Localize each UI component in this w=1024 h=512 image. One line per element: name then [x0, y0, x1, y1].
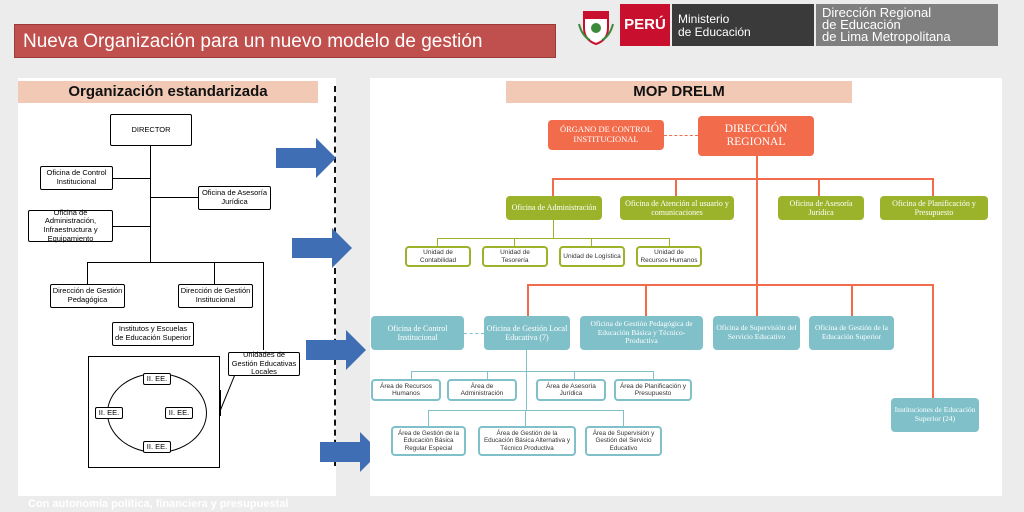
ministry-label: Ministerio de Educación [672, 4, 814, 46]
ee-node: II. EE. [143, 441, 171, 453]
citizen-office-box: Oficina de Atención al usuario y comunic… [620, 196, 734, 220]
legal-area-box: Área de Asesoría Jurídica [536, 379, 606, 401]
arrow-right-icon [320, 432, 380, 472]
planning-office-box: Oficina de Planificación y Presupuesto [880, 196, 988, 220]
regional-line: Dirección Regional [822, 5, 932, 20]
administration-office-box: Oficina de Administración, Infraestructu… [28, 208, 113, 242]
regional-line: de Educación [822, 17, 901, 32]
control-organ-box: ÓRGANO DE CONTROL INSTITUCIONAL [548, 120, 664, 150]
left-heading: Organización estandarizada [18, 81, 318, 103]
footer-note: Con autonomía política, financiera y pre… [28, 498, 289, 510]
schools-group: II. EE. II. EE. II. EE. II. EE. [88, 356, 220, 468]
regional-direction-box: DIRECCIÓN REGIONAL [698, 116, 814, 156]
pedagogical-direction-box: Dirección de Gestión Pedagógica [50, 284, 125, 308]
director-box: DIRECTOR [110, 114, 192, 146]
admin-area-box: Área de Administración [447, 379, 517, 401]
regional-line: de Lima Metropolitana [822, 29, 951, 44]
ee-node: II. EE. [165, 407, 193, 419]
hr-unit-box: Unidad de Recursos Humanos [636, 246, 702, 267]
national-crest-icon [576, 6, 616, 46]
ee-node: II. EE. [143, 373, 171, 385]
right-heading: MOP DRELM [506, 81, 852, 103]
local-management-box: Oficina de Gestión Local Educativa (7) [484, 316, 570, 350]
regional-label: Dirección Regional de Educación de Lima … [816, 4, 998, 46]
ministry-line: Ministerio [678, 12, 730, 26]
planning-area-box: Área de Planificación y Presupuesto [614, 379, 692, 401]
legal-office-box: Oficina de Asesoría Jurídica [778, 196, 864, 220]
supervision-office-box: Oficina de Supervisión del Servicio Educ… [713, 316, 800, 350]
institutional-direction-box: Dirección de Gestión Institucional [178, 284, 253, 308]
divider [334, 86, 336, 466]
supervision-area-box: Área de Supervisión y Gestión del Servic… [585, 426, 662, 456]
admin-office-box: Oficina de Administración [506, 196, 602, 220]
logistics-unit-box: Unidad de Logística [559, 246, 625, 267]
control-office-box: Oficina de Control Institucional [40, 166, 113, 190]
ugel-box: Unidades de Gestión Educativas Locales [228, 350, 300, 376]
arrow-right-icon [276, 138, 336, 178]
peru-badge: PERÚ [620, 4, 670, 46]
arrow-right-icon [292, 228, 352, 268]
ministry-line: de Educación [678, 25, 751, 39]
higher-education-office-box: Oficina de Gestión de la Educación Super… [809, 316, 894, 350]
ebr-area-box: Área de Gestión de la Educación Básica R… [391, 426, 466, 456]
legal-office-box: Oficina de Asesoría Jurídica [198, 186, 271, 210]
internal-control-box: Oficina de Control Institucional [371, 316, 464, 350]
page-title: Nueva Organización para un nuevo modelo … [14, 24, 556, 58]
eba-area-box: Área de Gestión de la Educación Básica A… [478, 426, 576, 456]
pedagogical-office-box: Oficina de Gestión Pedagógica de Educaci… [580, 316, 703, 350]
hr-area-box: Área de Recursos Humanos [371, 379, 441, 401]
institutes-box: Institutos y Escuelas de Educación Super… [112, 322, 194, 346]
ee-node: II. EE. [95, 407, 123, 419]
accounting-unit-box: Unidad de Contabilidad [405, 246, 471, 267]
arrow-right-icon [306, 330, 366, 370]
treasury-unit-box: Unidad de Tesorería [482, 246, 548, 267]
higher-institutions-box: Instituciones de Educación Superior (24) [891, 398, 979, 432]
